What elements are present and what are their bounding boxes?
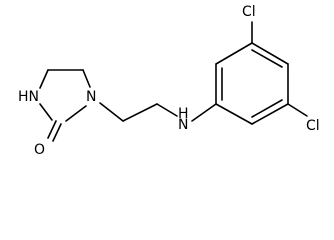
bond-nh-aryl — [191, 103, 217, 122]
atom-label-nh-ring: HN — [18, 89, 39, 105]
bond-carbonyl-1 — [47, 120, 57, 139]
bond-ch2-nh-amine — [156, 103, 178, 117]
atom-label-n-ring: N — [86, 89, 96, 105]
bond-ring-nh-c — [39, 103, 53, 121]
bond-ar-2 — [215, 42, 253, 65]
bond-ring-ch2-nh — [39, 69, 49, 89]
bond-ar-3 — [251, 42, 289, 65]
bond-n-ch2 — [99, 102, 124, 122]
atom-label-cl-bottom: Cl — [306, 118, 320, 134]
bond-c-cl-bottom — [287, 103, 308, 117]
bond-carbonyl-2 — [52, 123, 62, 142]
atom-label-oxygen: O — [34, 142, 45, 158]
bond-ar-5-inner — [251, 99, 283, 118]
bond-ring-ch2-n — [82, 69, 91, 88]
bond-ring-n-c — [65, 105, 87, 122]
bond-ch2-ch2-linker — [122, 103, 158, 122]
bond-ar-6 — [215, 103, 253, 125]
bond-ar-3-inner — [251, 49, 283, 68]
bond-ar-5 — [251, 103, 289, 125]
atom-label-cl-top: Cl — [242, 4, 256, 20]
